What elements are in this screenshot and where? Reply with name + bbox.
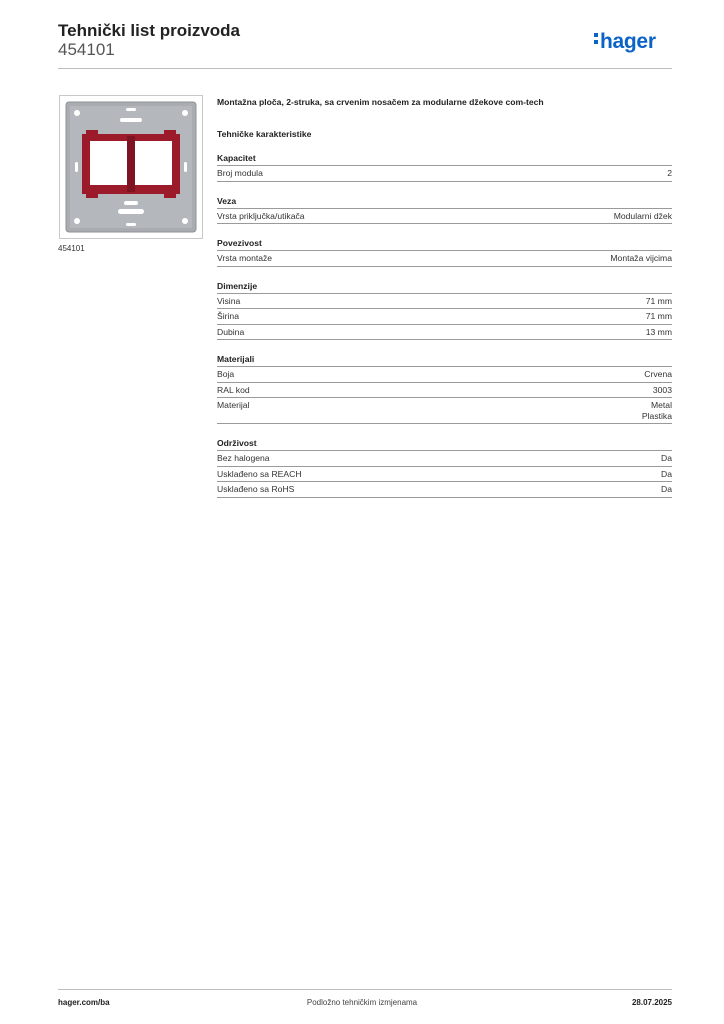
spec-group-title: Kapacitet xyxy=(217,153,672,166)
footer-website[interactable]: hager.com/ba xyxy=(58,998,110,1007)
spec-value-line: Da xyxy=(661,453,672,463)
spec-group-title: Materijali xyxy=(217,354,672,367)
spec-value-line: 2 xyxy=(667,168,672,178)
spec-value: 13 mm xyxy=(646,327,672,338)
spec-value-line: 71 mm xyxy=(645,295,672,306)
spec-content: Montažna ploča, 2-struka, sa crvenim nos… xyxy=(217,97,672,498)
spec-value-line: Da xyxy=(661,484,672,494)
image-caption: 454101 xyxy=(58,244,85,253)
spec-label: Dubina xyxy=(217,326,245,337)
spec-label: Usklađeno sa REACH xyxy=(217,468,302,479)
spec-value: 71 mm xyxy=(646,296,672,307)
header-divider xyxy=(58,68,672,69)
spec-value-line: Montaža vijcima xyxy=(610,253,672,263)
spec-value: Da xyxy=(661,484,672,495)
spec-value-line: 13 mm xyxy=(645,326,672,337)
spec-value: 3003 xyxy=(653,385,672,396)
section-title: Tehničke karakteristike xyxy=(217,129,312,139)
spec-value: Da xyxy=(661,469,672,480)
spec-label: RAL kod xyxy=(217,384,250,395)
logo-text: hager xyxy=(600,30,656,53)
hager-logo: hager xyxy=(594,30,656,54)
spec-label: Materijal xyxy=(217,400,250,410)
spec-label: Usklađeno sa RoHS xyxy=(217,484,295,494)
footer-divider xyxy=(58,989,672,990)
spec-label: Visina xyxy=(217,295,241,306)
spec-value-line: Da xyxy=(661,468,672,479)
spec-value-line: Plastika xyxy=(641,410,672,421)
spec-value: 2 xyxy=(667,168,672,179)
spec-label: Boja xyxy=(217,369,235,379)
document-title: Tehnički list proizvoda xyxy=(58,21,240,40)
spec-group-title: Održivost xyxy=(217,438,672,451)
product-image xyxy=(59,95,203,239)
product-code: 454101 xyxy=(58,40,115,59)
footer-notice: Podložno tehničkim izmjenama xyxy=(306,998,418,1007)
spec-label: Vrsta montaže xyxy=(217,253,273,263)
product-description: Montažna ploča, 2-struka, sa crvenim nos… xyxy=(217,97,544,107)
spec-value: Montaža vijcima xyxy=(610,253,672,264)
spec-label: Vrsta priključka/utikača xyxy=(217,210,305,221)
mounting-plate-illustration xyxy=(60,96,202,238)
spec-row: Usklađeno sa RoHS Da xyxy=(217,482,672,498)
footer-date: 28.07.2025 xyxy=(631,998,672,1007)
spec-value: Crvena xyxy=(644,369,672,380)
spec-label: Broj modula xyxy=(217,168,263,178)
spec-label: Bez halogena xyxy=(217,453,270,463)
spec-label: Širina xyxy=(217,311,239,321)
spec-row: RAL kod 3003 xyxy=(217,383,672,398)
spec-value-line: Crvena xyxy=(644,369,672,379)
spec-value: Modularni džek xyxy=(614,211,672,222)
spec-row: Boja Crvena xyxy=(217,367,672,383)
spec-value-line: 3003 xyxy=(652,384,672,395)
spec-row: Vrsta montaže Montaža vijcima xyxy=(217,251,672,267)
spec-row: Dubina 13 mm xyxy=(217,325,672,340)
spec-group-title: Veza xyxy=(217,196,672,209)
spec-row: Širina 71 mm xyxy=(217,309,672,325)
spec-row: Vrsta priključka/utikača Modularni džek xyxy=(217,209,672,224)
spec-group-title: Povezivost xyxy=(217,238,672,251)
spec-value: Da xyxy=(661,453,672,464)
spec-value-line: Modularni džek xyxy=(613,210,672,221)
spec-row: Usklađeno sa REACH Da xyxy=(217,467,672,482)
spec-row: Visina 71 mm xyxy=(217,294,672,309)
spec-row: Broj modula 2 xyxy=(217,166,672,182)
spec-value-line: 71 mm xyxy=(645,311,672,321)
logo-colon-icon xyxy=(594,30,598,47)
spec-group-title: Dimenzije xyxy=(217,281,672,294)
spec-value: 71 mm xyxy=(646,311,672,322)
spec-row: Bez halogena Da xyxy=(217,451,672,467)
spec-value-line: Metal xyxy=(650,400,672,410)
